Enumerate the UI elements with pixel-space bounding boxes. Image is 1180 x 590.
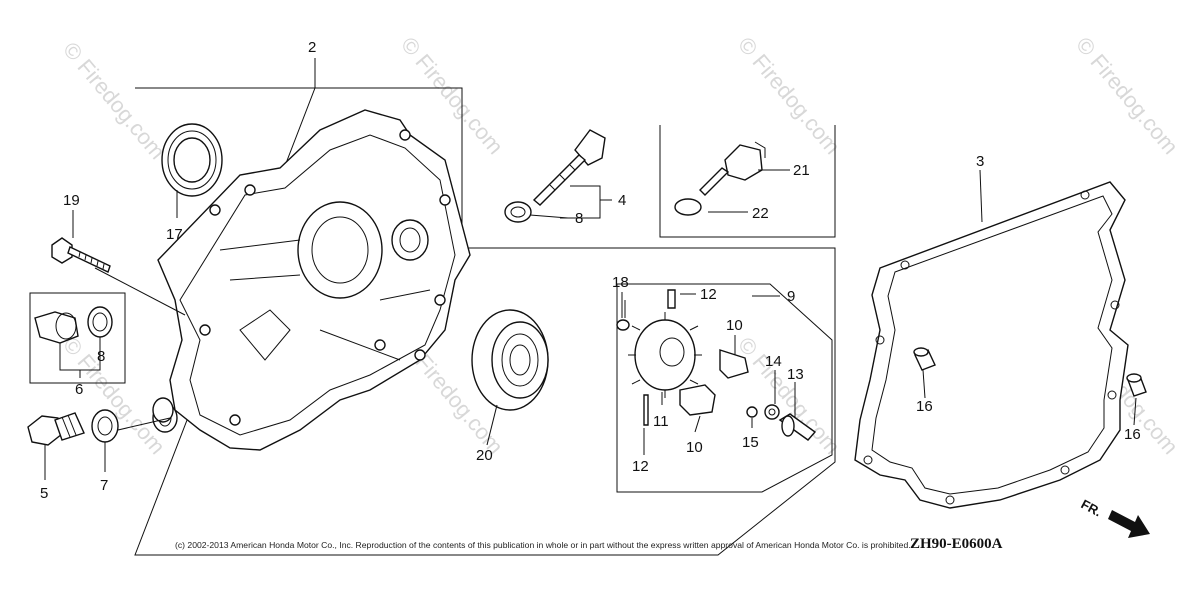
label-12-bottom: 12 xyxy=(632,458,649,475)
oil-level-gauge xyxy=(504,129,606,223)
copyright-notice: (c) 2002-2013 American Honda Motor Co., … xyxy=(175,540,911,550)
label-2: 2 xyxy=(308,39,316,56)
label-22: 22 xyxy=(752,205,769,222)
case-bushing xyxy=(152,397,174,423)
oil-gauge-box xyxy=(659,125,836,238)
leader-lines xyxy=(44,169,1137,480)
case-cover-gasket xyxy=(854,181,1129,509)
dowel-pin-right xyxy=(1126,373,1147,397)
label-8-plug: 8 xyxy=(97,348,105,365)
oil-seal xyxy=(161,123,223,197)
washer-14 xyxy=(764,404,780,420)
label-21: 21 xyxy=(793,162,810,179)
watermark-4: © Firedog.com xyxy=(1071,32,1180,159)
label-17: 17 xyxy=(166,226,183,243)
flange-bolt xyxy=(51,237,111,273)
governor-holder-10 xyxy=(719,349,749,379)
governor-weight-10 xyxy=(679,384,716,416)
label-20: 20 xyxy=(476,447,493,464)
label-11: 11 xyxy=(653,413,669,430)
label-5: 5 xyxy=(40,485,48,502)
case-cover-assembly-box xyxy=(134,58,836,556)
label-19: 19 xyxy=(63,192,80,209)
ball-bearing xyxy=(471,309,549,411)
label-12-top: 12 xyxy=(700,286,717,303)
dowel-pin-left xyxy=(913,347,936,371)
case-cover xyxy=(152,109,471,451)
drain-plug-assembly-box xyxy=(29,292,126,384)
label-8-gauge: 8 xyxy=(575,210,583,227)
clip-15 xyxy=(746,406,758,418)
watermark-1: © Firedog.com xyxy=(58,37,170,164)
label-3: 3 xyxy=(976,153,984,170)
label-15: 15 xyxy=(742,434,759,451)
label-10-bottom: 10 xyxy=(686,439,703,456)
label-9: 9 xyxy=(787,288,795,305)
governor-assembly-box xyxy=(616,283,833,493)
sealing-washer xyxy=(91,409,119,443)
front-arrow-icon xyxy=(1108,510,1150,538)
governor-gear xyxy=(628,312,702,398)
label-7: 7 xyxy=(100,477,108,494)
label-4: 4 xyxy=(618,192,626,209)
label-16-right: 16 xyxy=(1124,426,1141,443)
drain-plug-assembly xyxy=(34,306,113,344)
pin-12-top xyxy=(667,289,676,309)
diagram-code: ZH90-E0600A xyxy=(910,536,1003,552)
washer-18 xyxy=(616,319,630,331)
crankshaft-bore xyxy=(297,201,383,299)
label-10-top: 10 xyxy=(726,317,743,334)
watermark-3: © Firedog.com xyxy=(733,32,845,159)
label-14: 14 xyxy=(765,353,782,370)
label-13: 13 xyxy=(787,366,804,383)
pin-12-bottom xyxy=(643,394,649,426)
drain-bolt xyxy=(27,412,85,446)
front-indicator: FR. xyxy=(1079,496,1150,538)
label-6: 6 xyxy=(75,381,83,398)
governor-assembly xyxy=(616,289,817,441)
front-label: FR. xyxy=(1079,496,1105,519)
label-16-left: 16 xyxy=(916,398,933,415)
label-18: 18 xyxy=(612,274,629,291)
part-labels: 2 3 4 5 6 7 8 8 9 10 10 11 12 12 13 14 1… xyxy=(40,39,1141,502)
